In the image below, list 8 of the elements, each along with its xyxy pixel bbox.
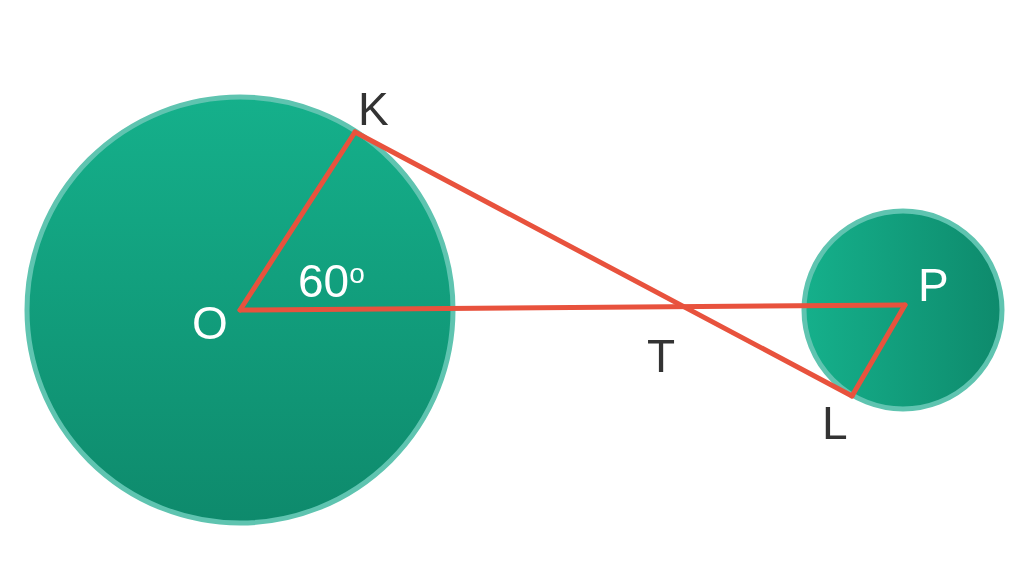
line-segment (849, 302, 908, 399)
line-segment (237, 129, 358, 313)
point-label: K (348, 84, 395, 132)
point-label: T (647, 333, 676, 379)
point-label: O (190, 296, 240, 340)
point-label: P (905, 260, 951, 312)
angle-label: 60$^{o}$ (298, 258, 365, 304)
point-label: L (816, 396, 864, 452)
